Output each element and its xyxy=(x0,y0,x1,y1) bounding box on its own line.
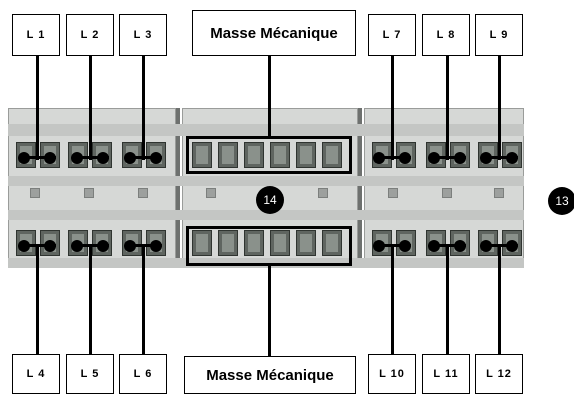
connection-dot xyxy=(506,152,518,164)
terminal xyxy=(270,142,290,168)
latch-nub xyxy=(494,188,504,198)
connection-dot xyxy=(454,152,466,164)
wire-l9 xyxy=(498,56,501,160)
label-l1: L 1 xyxy=(12,14,60,56)
connector-bar xyxy=(430,156,466,159)
wire-l10 xyxy=(391,244,394,356)
badge-14: 14 xyxy=(256,186,284,214)
label-l10: L 10 xyxy=(368,354,416,394)
badge-13: 13 xyxy=(548,187,574,215)
connection-dot xyxy=(428,152,440,164)
wire-l1 xyxy=(36,56,39,160)
wire-l12 xyxy=(498,244,501,356)
terminal xyxy=(218,230,238,256)
latch-nub xyxy=(138,188,148,198)
wire-l4 xyxy=(36,244,39,356)
connector-bar xyxy=(430,244,466,247)
wire-l11 xyxy=(446,244,449,356)
wire-masse-bottom xyxy=(268,264,271,356)
wire-l8 xyxy=(446,56,449,160)
connection-dot xyxy=(71,152,83,164)
latch-nub xyxy=(30,188,40,198)
latch-nub xyxy=(388,188,398,198)
connection-dot xyxy=(150,152,162,164)
connector-bar xyxy=(482,244,518,247)
latch-nub xyxy=(84,188,94,198)
connection-dot xyxy=(97,152,109,164)
middle-rail xyxy=(8,176,524,186)
connection-dot xyxy=(150,240,162,252)
label-l6: L 6 xyxy=(119,354,167,394)
connector-bar xyxy=(73,156,109,159)
terminal xyxy=(296,230,316,256)
wire-masse-top xyxy=(268,56,271,138)
connection-dot xyxy=(71,240,83,252)
connection-dot xyxy=(44,240,56,252)
wire-l5 xyxy=(89,244,92,356)
terminal xyxy=(322,142,342,168)
label-l9: L 9 xyxy=(475,14,523,56)
terminal xyxy=(192,142,212,168)
latch-nub xyxy=(318,188,328,198)
wire-l6 xyxy=(142,244,145,356)
label-masse-bottom: Masse Mécanique xyxy=(184,356,356,394)
wire-l2 xyxy=(89,56,92,160)
label-l11: L 11 xyxy=(422,354,470,394)
label-l2: L 2 xyxy=(66,14,114,56)
masse-mecanique-frame-top xyxy=(186,136,352,174)
connection-dot xyxy=(506,240,518,252)
connector-bar xyxy=(375,156,411,159)
label-masse-top: Masse Mécanique xyxy=(192,10,356,56)
connection-dot xyxy=(399,240,411,252)
connector-bar xyxy=(126,156,162,159)
label-l12: L 12 xyxy=(475,354,523,394)
label-l3: L 3 xyxy=(119,14,167,56)
connection-dot xyxy=(373,152,385,164)
terminal xyxy=(244,142,264,168)
label-l8: L 8 xyxy=(422,14,470,56)
connector-bar xyxy=(20,244,56,247)
block-divider xyxy=(176,108,180,268)
connection-dot xyxy=(454,240,466,252)
terminal xyxy=(218,142,238,168)
connection-dot xyxy=(18,240,30,252)
block-divider xyxy=(358,108,362,268)
connection-dot xyxy=(97,240,109,252)
latch-nub xyxy=(206,188,216,198)
connection-dot xyxy=(373,240,385,252)
connection-dot xyxy=(480,240,492,252)
label-l4: L 4 xyxy=(12,354,60,394)
masse-mecanique-frame-bottom xyxy=(186,226,352,266)
latch-nub xyxy=(442,188,452,198)
terminal xyxy=(244,230,264,256)
label-l5: L 5 xyxy=(66,354,114,394)
connection-dot xyxy=(18,152,30,164)
terminal xyxy=(296,142,316,168)
connector-bar xyxy=(73,244,109,247)
terminal xyxy=(322,230,342,256)
wire-l7 xyxy=(391,56,394,160)
connection-dot xyxy=(480,152,492,164)
connector-bar xyxy=(20,156,56,159)
terminal xyxy=(270,230,290,256)
connector-bar xyxy=(126,244,162,247)
connection-dot xyxy=(399,152,411,164)
wire-l3 xyxy=(142,56,145,160)
upper-rail xyxy=(8,124,524,136)
connection-dot xyxy=(124,152,136,164)
terminal xyxy=(192,230,212,256)
connector-bar xyxy=(482,156,518,159)
label-l7: L 7 xyxy=(368,14,416,56)
connection-dot xyxy=(44,152,56,164)
connector-bar xyxy=(375,244,411,247)
connection-dot xyxy=(124,240,136,252)
middle-rail xyxy=(8,210,524,220)
connection-dot xyxy=(428,240,440,252)
